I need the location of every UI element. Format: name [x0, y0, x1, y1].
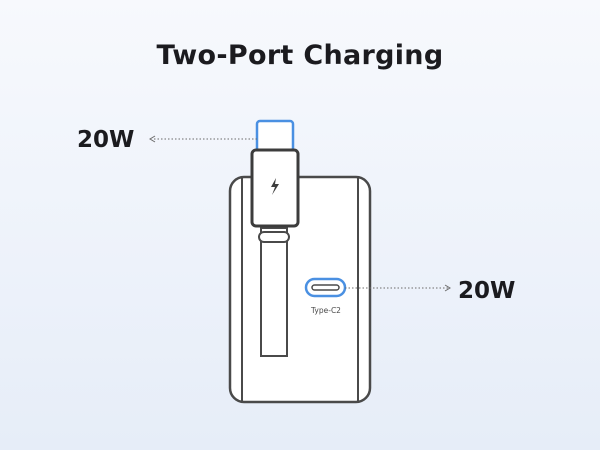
arrow-right-icon [444, 284, 451, 292]
page-title: Two-Port Charging [156, 40, 444, 71]
type-c2-port-inner [311, 284, 340, 291]
charger-inner-panel [241, 176, 359, 403]
pointer-line-right [345, 284, 451, 292]
cable-strip [260, 227, 288, 357]
type-c-plug [250, 119, 300, 243]
port-1-watt-label: 20W [77, 127, 135, 153]
arrow-left-icon [149, 135, 156, 143]
pointer-line-top [149, 135, 257, 143]
plug-tip [255, 119, 295, 153]
type-c2-port-label: Type-C2 [310, 306, 341, 315]
type-c2-port: Type-C2 [304, 277, 347, 315]
plug-port-slot [258, 231, 290, 243]
lightning-bolt-icon [271, 178, 279, 195]
port-2-watt-label: 20W [458, 278, 516, 304]
